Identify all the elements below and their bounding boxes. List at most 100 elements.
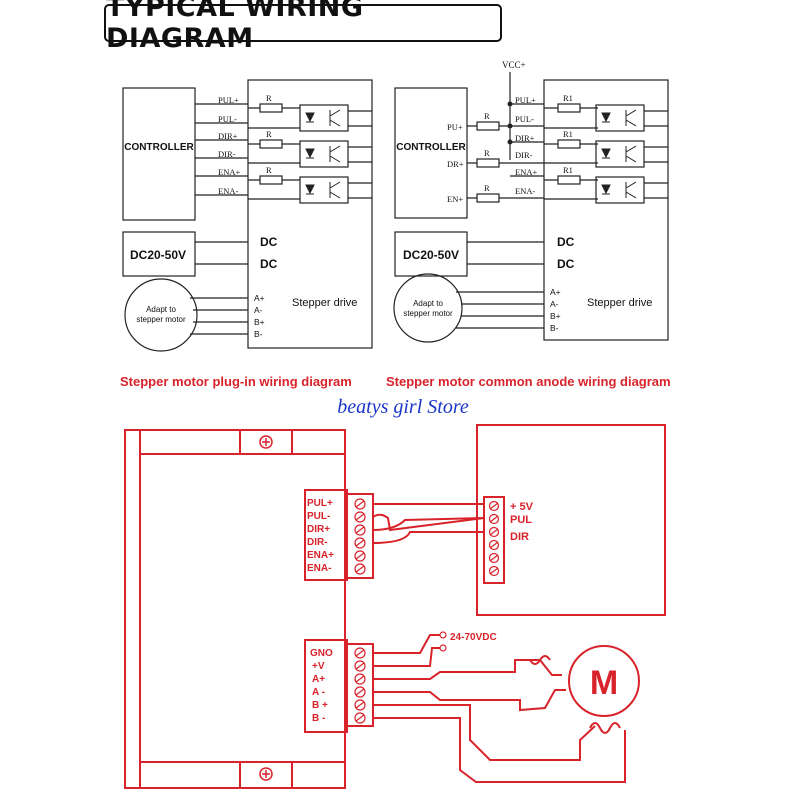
title-box: TYPICAL WIRING DIAGRAM — [104, 0, 502, 54]
right-dc-terminal: DC — [557, 235, 575, 249]
motor-circle — [568, 645, 640, 717]
left-dc-terminal: DC — [260, 257, 278, 271]
right-junction-dots — [507, 101, 513, 145]
screw-icon — [354, 699, 366, 711]
left-signal-label: DIR+ — [218, 131, 238, 141]
left-power-box — [122, 231, 196, 277]
right-signal-label: DIR+ — [515, 133, 535, 143]
right-motor-terminal: B- — [550, 323, 559, 333]
right-controller-label: CONTROLLER — [396, 142, 466, 153]
optocoupler-icon — [595, 176, 645, 204]
right-caption: Stepper motor common anode wiring diagra… — [386, 374, 671, 389]
right-motor-terminal: B+ — [550, 311, 561, 321]
screw-icon — [488, 552, 500, 564]
right-internal-resistor: R1 — [563, 165, 573, 175]
supply-label: 24-70VDC — [450, 632, 497, 643]
left-motor-label: stepper motor — [136, 315, 186, 324]
signal-label: ENA- — [307, 563, 331, 574]
screw-icon — [488, 500, 500, 512]
controller-screw-terminals — [488, 500, 500, 577]
optocoupler-icon — [595, 104, 645, 132]
left-motor-terminal: B+ — [254, 317, 265, 327]
left-caption: Stepper motor plug-in wiring diagram — [120, 374, 352, 389]
signal-screw-terminals — [354, 498, 366, 575]
right-signal-label: PUL- — [515, 114, 534, 124]
right-resistor-label: R — [484, 148, 490, 158]
left-motor-terminal: A- — [254, 305, 263, 315]
signal-label: DIR- — [307, 537, 328, 548]
right-power-label: DC20-50V — [403, 248, 459, 262]
left-labels: CONTROLLER DC20-50V DC DC Stepper drive … — [124, 93, 357, 339]
right-drive-box — [543, 79, 669, 341]
right-motor-label: stepper motor — [403, 309, 453, 318]
left-signal-label: ENA+ — [218, 167, 240, 177]
power-label: A+ — [312, 674, 325, 685]
optocoupler-icon — [595, 140, 645, 168]
right-motor-label: Adapt to — [413, 299, 443, 308]
left-resistor-label: R — [266, 129, 272, 139]
left-signal-label: ENA- — [218, 186, 238, 196]
left-dc-terminal: DC — [260, 235, 278, 249]
screw-icon — [488, 565, 500, 577]
left-signal-label: PUL- — [218, 114, 237, 124]
power-label: +V — [312, 661, 325, 672]
bottom-diagram — [124, 424, 666, 789]
right-motor-terminal: A+ — [550, 287, 561, 297]
left-motor-terminal: A+ — [254, 293, 265, 303]
screw-icon — [354, 498, 366, 510]
left-resistor-label: R — [266, 165, 272, 175]
right-controller-pin: EN+ — [447, 194, 463, 204]
right-controller-pin: DR+ — [447, 159, 464, 169]
power-label: B + — [312, 700, 328, 711]
left-power-label: DC20-50V — [130, 248, 186, 262]
supply-terminal-dots — [439, 631, 447, 652]
screw-icon — [354, 647, 366, 659]
left-signal-label: DIR- — [218, 149, 236, 159]
screw-icon — [354, 660, 366, 672]
left-motor-label: Adapt to — [146, 305, 176, 314]
right-controller-pin: PU+ — [447, 122, 463, 132]
screw-icon — [259, 767, 273, 781]
screw-icon — [354, 550, 366, 562]
left-motor-circle — [124, 278, 198, 352]
power-label: A - — [312, 687, 325, 698]
watermark: beatys girl Store — [337, 396, 469, 418]
right-power-box — [394, 231, 468, 277]
signal-label: PUL- — [307, 511, 330, 522]
controller-module-box — [476, 424, 666, 616]
screw-icon — [259, 435, 273, 449]
power-screw-terminals — [354, 647, 366, 724]
screw-icon — [354, 673, 366, 685]
right-signal-label: PUL+ — [515, 95, 536, 105]
power-label: B - — [312, 713, 325, 724]
left-diagram — [122, 79, 373, 352]
optocoupler-icon — [299, 176, 349, 204]
right-resistor-label: R — [484, 183, 490, 193]
driver-body — [124, 429, 346, 789]
controller-label: PUL — [510, 514, 532, 526]
screw-icon — [354, 511, 366, 523]
screw-icon — [354, 563, 366, 575]
controller-terminal-block — [483, 496, 505, 584]
right-internal-resistor: R1 — [563, 93, 573, 103]
right-resistor-label: R — [484, 111, 490, 121]
right-signal-label: ENA+ — [515, 167, 537, 177]
left-opto-glyphs — [305, 109, 341, 199]
driver-mount-screws — [259, 435, 273, 781]
left-controller-label: CONTROLLER — [124, 142, 194, 153]
left-resistor-label: R — [266, 93, 272, 103]
screw-icon — [488, 513, 500, 525]
power-label: GNO — [310, 648, 333, 659]
motor-label: M — [590, 664, 618, 702]
right-motor-circle — [393, 273, 463, 343]
optocoupler-icon — [299, 104, 349, 132]
right-internal-resistor: R1 — [563, 129, 573, 139]
right-motor-terminal: A- — [550, 299, 559, 309]
right-signal-label: ENA- — [515, 186, 535, 196]
signal-terminal-block — [346, 493, 374, 579]
right-diagram — [393, 72, 669, 343]
signal-label: DIR+ — [307, 524, 330, 535]
right-dc-terminal: DC — [557, 257, 575, 271]
screw-icon — [488, 526, 500, 538]
